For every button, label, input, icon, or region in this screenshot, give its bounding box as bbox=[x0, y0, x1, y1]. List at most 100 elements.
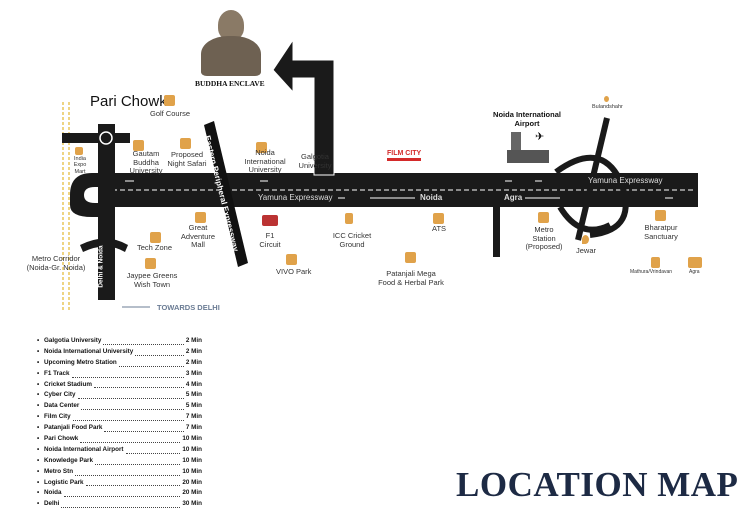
eastern-peripheral-road bbox=[204, 121, 248, 267]
distance-place: Logistic Park bbox=[44, 478, 84, 486]
dotted-leader bbox=[93, 381, 184, 389]
distance-place: Upcoming Metro Station bbox=[44, 358, 117, 366]
metro-icon bbox=[538, 212, 549, 223]
airplane-icon: ✈ bbox=[535, 131, 545, 143]
yamuna-expressway-label: Yamuna Expressway bbox=[588, 176, 663, 185]
jewar-label: Jewar bbox=[576, 246, 597, 255]
distance-time: 2 Min bbox=[185, 358, 202, 366]
distance-place: Delhi bbox=[44, 500, 60, 508]
university-icon bbox=[256, 142, 267, 153]
metro-corridor-label: Metro Corridor (Noida-Gr. Noida) bbox=[26, 254, 86, 272]
distance-time: 2 Min bbox=[185, 347, 202, 355]
distance-item: • Cyber City 5 Min bbox=[37, 391, 202, 402]
bullet-icon: • bbox=[37, 489, 40, 497]
bullet-icon: • bbox=[37, 391, 40, 399]
yamuna-expressway-label: Yamuna Expressway bbox=[258, 193, 333, 202]
arrow-to-buddha-enclave bbox=[272, 38, 335, 176]
towards-delhi-label: TOWARDS DELHI bbox=[157, 303, 220, 312]
dotted-leader bbox=[77, 391, 184, 400]
golf-course-label: Golf Course bbox=[150, 109, 191, 118]
tech-zone-icon bbox=[150, 232, 161, 243]
dotted-leader bbox=[125, 446, 181, 454]
building-icon bbox=[433, 213, 444, 224]
distance-time: 20 Min bbox=[182, 489, 202, 497]
dotted-leader bbox=[95, 457, 181, 465]
dotted-leader bbox=[80, 435, 181, 443]
dotted-leader bbox=[135, 348, 184, 356]
airport-label: Noida International Airport bbox=[493, 110, 561, 128]
film-city-logo: FILM CITY bbox=[387, 150, 422, 162]
bulandshahr-pin-icon bbox=[604, 96, 609, 102]
great-adventure-label: Great Adventure Mall bbox=[180, 223, 216, 250]
noida-intl-univ-label: Noida International University bbox=[244, 148, 286, 175]
night-safari-label: Proposed Night Safari bbox=[167, 150, 207, 168]
distance-time: 7 Min bbox=[185, 424, 202, 432]
bullet-icon: • bbox=[37, 347, 40, 355]
dotted-leader bbox=[81, 402, 184, 411]
dotted-leader bbox=[75, 468, 181, 476]
distance-place: Patanjali Food Park bbox=[44, 424, 103, 432]
agra-place-label: Agra bbox=[689, 269, 700, 275]
bharatpur-label: Bharatpur Sanctuary bbox=[644, 223, 678, 241]
distance-item: • Noida International Airport 10 Min bbox=[37, 446, 202, 457]
taj-mahal-icon bbox=[688, 257, 702, 268]
distance-place: Metro Stn bbox=[44, 467, 74, 475]
noida-road-label: Noida bbox=[420, 193, 443, 202]
distance-time: 5 Min bbox=[185, 402, 202, 410]
vivo-label: VIVO Park bbox=[276, 267, 312, 276]
bullet-icon: • bbox=[37, 445, 40, 453]
galgotia-label: Galgotia University bbox=[298, 152, 332, 170]
interchange-road bbox=[554, 117, 629, 241]
distance-place: Cricket Stadium bbox=[44, 380, 92, 388]
distance-time: 2 Min bbox=[185, 337, 202, 344]
f1-car-icon bbox=[262, 215, 278, 226]
distance-time: 10 Min bbox=[182, 456, 202, 464]
bullet-icon: • bbox=[37, 369, 40, 377]
distance-time: 10 Min bbox=[182, 445, 202, 453]
india-expo-label: India Expo Mart bbox=[73, 156, 87, 175]
dotted-leader bbox=[61, 500, 181, 509]
delhi-noida-road bbox=[98, 124, 115, 300]
university-icon bbox=[133, 140, 144, 151]
building-icon bbox=[405, 252, 416, 263]
icc-label: ICC Cricket Ground bbox=[332, 231, 372, 249]
ats-label: ATS bbox=[432, 224, 447, 233]
gautam-buddha-label: Gautam Buddha University bbox=[129, 149, 163, 176]
building-icon bbox=[145, 258, 156, 269]
dotted-leader bbox=[85, 479, 181, 487]
bullet-icon: • bbox=[37, 424, 40, 432]
buddha-statue-image bbox=[196, 10, 266, 78]
distance-place: Noida International Airport bbox=[44, 445, 124, 453]
jewar-pin-icon bbox=[582, 235, 589, 244]
distance-place: Data Center bbox=[44, 402, 80, 410]
distance-time: 5 Min bbox=[185, 391, 202, 399]
bullet-icon: • bbox=[37, 337, 40, 344]
bullet-icon: • bbox=[37, 413, 40, 421]
bulandshahr-label: Bulandshahr bbox=[592, 104, 623, 110]
sanctuary-icon bbox=[655, 210, 666, 221]
dotted-leader bbox=[72, 413, 184, 422]
distance-time: 4 Min bbox=[185, 380, 202, 388]
dotted-leader bbox=[103, 337, 184, 345]
distance-time: 20 Min bbox=[182, 478, 202, 486]
distance-place: Film City bbox=[44, 413, 71, 421]
bullet-icon: • bbox=[37, 478, 40, 486]
distance-item: • Cricket Stadium 4 Min bbox=[37, 381, 202, 392]
agra-road-label: Agra bbox=[504, 193, 523, 202]
distance-place: Noida International University bbox=[44, 347, 134, 355]
dotted-leader bbox=[104, 424, 184, 433]
buddha-enclave-label: BUDDHA ENCLAVE bbox=[195, 79, 265, 88]
metro-station-label: Metro Station (Proposed) bbox=[525, 225, 563, 252]
temple-icon bbox=[651, 257, 660, 268]
bullet-icon: • bbox=[37, 380, 40, 388]
airport-terminal-icon bbox=[507, 132, 549, 163]
safari-icon bbox=[180, 138, 191, 149]
dotted-leader bbox=[63, 489, 181, 498]
distance-place: Cyber City bbox=[44, 391, 76, 399]
